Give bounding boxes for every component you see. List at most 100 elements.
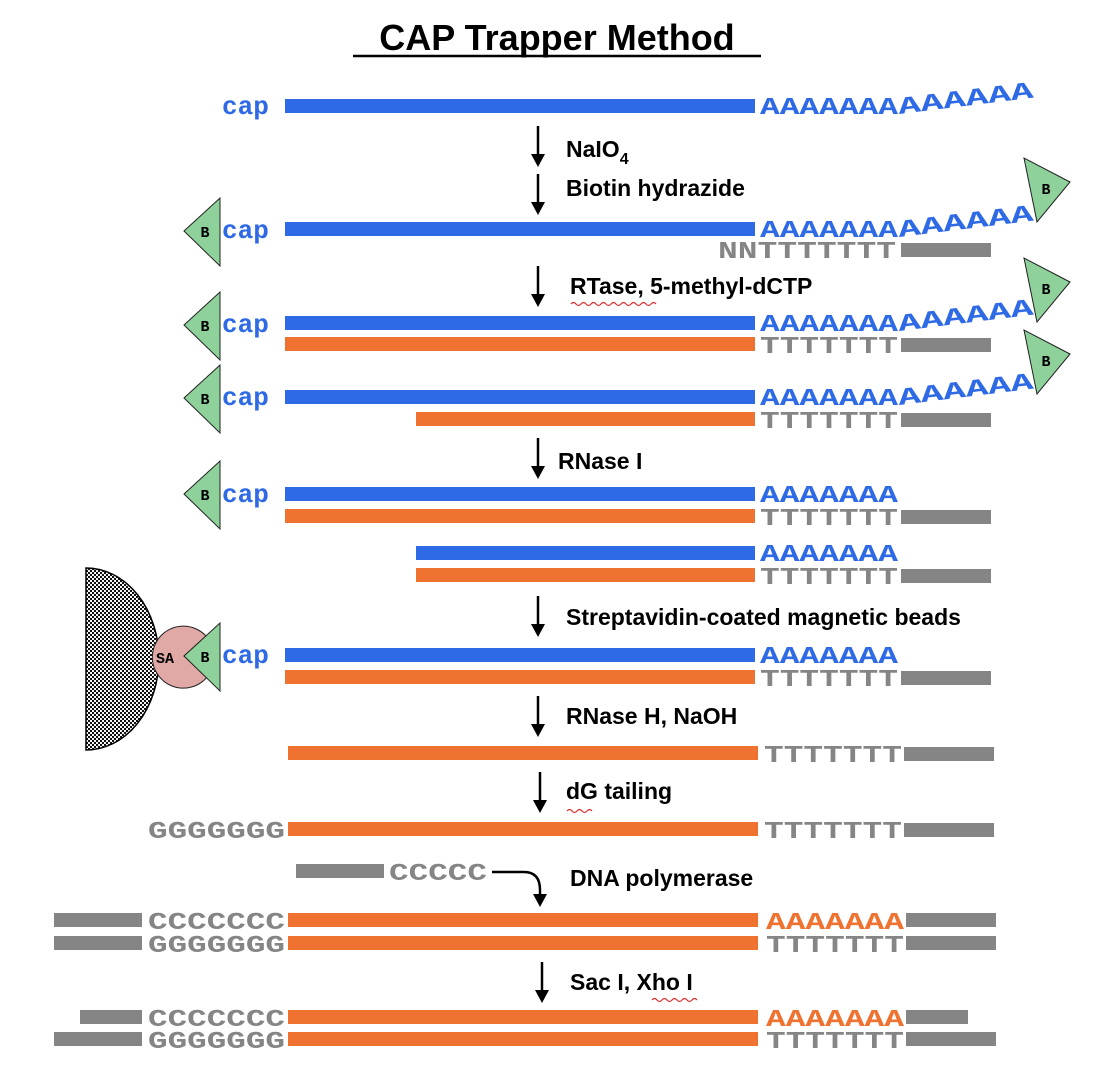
biotin-tag-icon: [183, 196, 221, 268]
biotin-tag-icon: [183, 290, 221, 362]
step-rtase: RTase, 5-methyl-dCTP: [531, 266, 812, 307]
biotin-label: B: [200, 488, 209, 505]
step-biotin-hydrazide: Biotin hydrazide: [531, 174, 745, 215]
polya-tail-text: AAAAAA: [897, 78, 1036, 121]
row-g-tailed-cdna: GGGGGGG TTTTTTT: [148, 819, 994, 846]
polyc-text: CCCCCCC: [148, 1007, 285, 1034]
cdna-strand: [285, 509, 755, 523]
rna-strand-truncated: [416, 546, 755, 560]
magnetic-bead-icon: [85, 567, 160, 751]
polyg-text: GGGGGGG: [148, 1029, 285, 1056]
step-label-main: NaIO: [566, 136, 620, 162]
step-label: Biotin hydrazide: [566, 175, 745, 201]
biotin-label: B: [200, 225, 209, 242]
polyt-text: TTTTTTT: [760, 506, 898, 533]
polyt-text: TTTTTTT: [766, 933, 904, 960]
spellcheck-squiggle: [570, 301, 657, 307]
linker-left-top: [54, 913, 142, 927]
arrow-down-icon: [531, 624, 545, 637]
primer-linker: [901, 243, 991, 257]
primer-linker: [904, 747, 994, 761]
step-label: RNase I: [558, 448, 642, 474]
biotin-label: B: [200, 392, 209, 409]
step-label: RNase H, NaOH: [566, 703, 737, 729]
step-rnase-i: RNase I: [531, 438, 642, 479]
linker-right-bottom: [906, 1032, 996, 1046]
primer-linker: [901, 671, 991, 685]
row-ss-cdna: TTTTTTT: [288, 743, 994, 770]
biotin-tag-icon: [1023, 329, 1071, 396]
cdna-strand: [285, 337, 755, 351]
streptavidin-icon: [151, 625, 211, 689]
cap-label: cap: [222, 92, 269, 122]
polyt-text: TTTTTTT: [760, 667, 898, 694]
step-dna-polymerase: CCCCC DNA polymerase: [296, 861, 753, 907]
biotin-tag-icon: [183, 363, 221, 435]
polyt-text: TTTTTTT: [760, 334, 898, 361]
polyt-text: TTTTTTT: [760, 565, 898, 592]
cdna-second-strand: [288, 1010, 758, 1024]
cdna-second-strand: [288, 913, 758, 927]
row-digested-ds-cdna: CCCCCCC AAAAAAA GGGGGGG TTTTTTT: [54, 1007, 996, 1056]
spellcheck-squiggle: [566, 808, 593, 814]
streptavidin-label: SA: [156, 651, 174, 668]
cdna-strand: [288, 746, 758, 760]
cap-label: cap: [222, 480, 269, 510]
step-label: NaIO4: [566, 136, 629, 168]
rna-strand: [285, 390, 755, 404]
row-full-length-hybrid: B cap AAAAAAA AAAAAA B TTTTTTT: [183, 257, 1071, 362]
arrow-down-icon: [531, 724, 545, 737]
rna-strand: [285, 222, 755, 236]
polya-dna-text: AAAAAAA: [766, 1007, 905, 1034]
polya-text: AAAAAAA: [760, 218, 899, 245]
polya-text: AAAAAAA: [760, 483, 899, 510]
polyc-text: CCCCCCC: [148, 910, 285, 937]
biotin-label: B: [200, 650, 209, 667]
primer-linker: [901, 338, 991, 352]
polya-text: AAAAAAA: [760, 542, 899, 569]
polya-text: AAAAAAA: [760, 312, 899, 339]
row-bead-capture: SA B cap AAAAAAA TTTTTTT: [85, 567, 991, 751]
biotin-tag-icon: [183, 621, 221, 693]
arrow-down-icon: [531, 294, 545, 307]
cap-label: cap: [222, 641, 269, 671]
arrow-down-icon: [531, 202, 545, 215]
row-mrna: cap AAAAAAA AAAAAA: [222, 78, 1036, 122]
arrow-down-icon: [533, 894, 547, 907]
biotin-tag-icon: [1023, 257, 1071, 324]
step-label-subscript: 4: [620, 151, 629, 168]
biotin-label: B: [1041, 182, 1050, 199]
cap-label: cap: [222, 310, 269, 340]
second-strand-primer-linker: [296, 864, 384, 878]
polyt-text: TTTTTTT: [764, 743, 902, 770]
page-title: CAP Trapper Method: [379, 17, 734, 58]
linker-left-bottom: [54, 936, 142, 950]
polyt-text: TTTTTTT: [760, 409, 898, 436]
rna-strand: [285, 316, 755, 330]
arrow-down-icon: [531, 466, 545, 479]
primer-linker: [901, 510, 991, 524]
polyt-text: TTTTTTT: [764, 819, 902, 846]
arrow-down-icon: [531, 154, 545, 167]
rna-strand: [285, 648, 755, 662]
row-ds-cdna: CCCCCCC AAAAAAA GGGGGGG TTTTTTT: [54, 910, 996, 960]
primer-nnt-text: NNTTTTTTT: [718, 239, 896, 266]
polya-tail-text: AAAAAA: [897, 201, 1036, 244]
step-label: dG tailing: [566, 778, 672, 804]
linker-left-bottom: [54, 1032, 142, 1046]
spellcheck-squiggle: [651, 997, 698, 1003]
step-streptavidin: Streptavidin-coated magnetic beads: [531, 596, 961, 637]
biotin-label: B: [1041, 282, 1050, 299]
polyg-text: GGGGGGG: [148, 933, 285, 960]
biotin-tag-icon: [183, 459, 221, 531]
arrow-down-icon: [533, 800, 547, 813]
arrow-curve: [492, 870, 542, 896]
step-label: Streptavidin-coated magnetic beads: [566, 604, 961, 630]
polyg-text: GGGGGGG: [148, 819, 285, 846]
biotin-tag-icon: [1023, 157, 1071, 224]
cap-label: cap: [222, 216, 269, 246]
cap-label: cap: [222, 383, 269, 413]
polya-tail-text: AAAAAA: [897, 295, 1036, 338]
linker-right-top: [906, 1010, 968, 1024]
